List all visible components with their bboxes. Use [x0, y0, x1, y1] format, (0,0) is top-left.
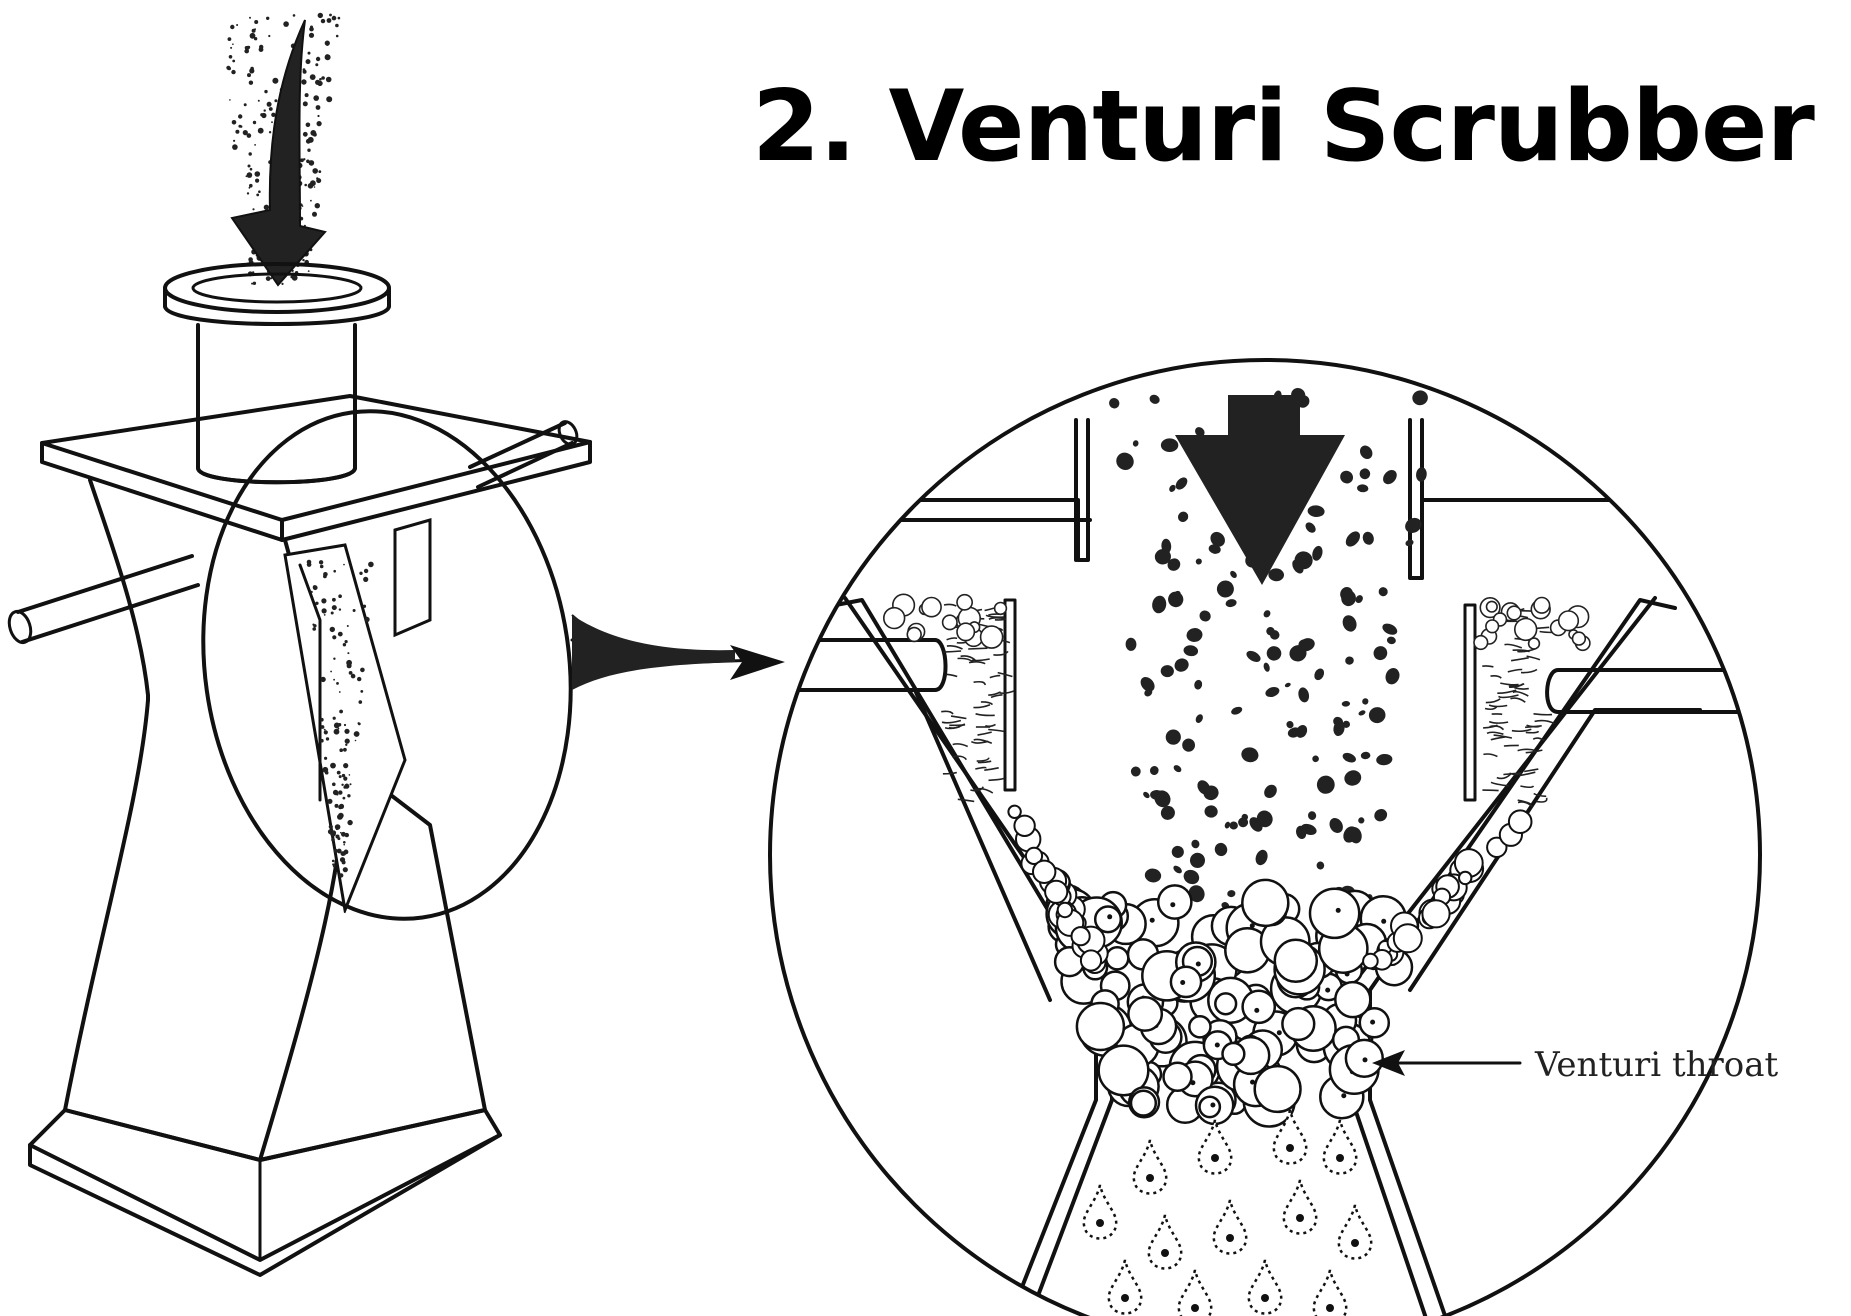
falling-droplets — [1084, 1110, 1371, 1316]
scrubber-apparatus — [6, 13, 785, 1275]
inlet-collar — [165, 264, 389, 324]
venturi-detail-view: Venturi throat — [770, 360, 1779, 1316]
duct-wall-right — [1410, 420, 1690, 578]
inlet-pipe — [198, 325, 355, 482]
detail-pointer-arrow — [572, 615, 785, 690]
spray-baffle-right — [1465, 605, 1475, 800]
converging-wall-right — [1370, 600, 1675, 1316]
detail-magnifier-ellipse — [171, 387, 602, 943]
cutaway-interior — [285, 520, 430, 910]
venturi-throat-callout: Venturi throat — [1372, 1045, 1779, 1085]
top-plate — [42, 396, 590, 540]
venturi-throat-label: Venturi throat — [1534, 1045, 1779, 1085]
base-plinth — [30, 1110, 500, 1275]
water-inlet-pipe-left — [6, 556, 198, 645]
inlet-flow-arrow — [232, 20, 325, 285]
spray-baffle-left — [1005, 600, 1015, 790]
water-nozzle-left — [770, 640, 946, 690]
